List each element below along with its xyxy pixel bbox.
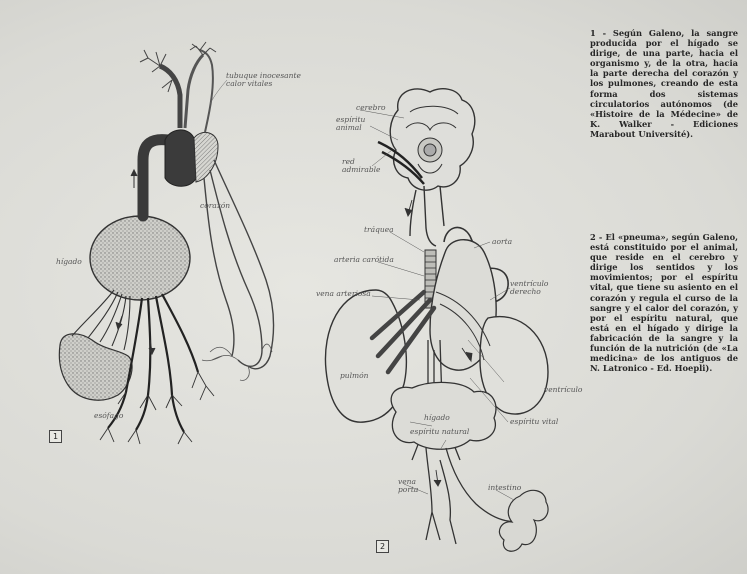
fig2-label-trachea: tráquea [364, 226, 394, 234]
fig1-label-stomach: esófago [94, 412, 123, 420]
fig2-label-arterial-vein: vena arteriosa [316, 290, 371, 298]
fig2-label-right-ventricle: ventrículo derecho [510, 280, 548, 296]
fig1-stomach [59, 334, 132, 400]
fig2-label-aorta: aorta [492, 238, 512, 246]
fig2-label-intestine: intestino [488, 484, 521, 492]
fig1-label-tubes: tubuque inocesante calor vitales [226, 72, 301, 88]
fig2-label-left-ventricle: ventrículo [544, 386, 582, 394]
fig2-label-lung: pulmón [340, 372, 369, 380]
fig1-label-liver: hígado [56, 258, 82, 266]
fig2-label-portal-vein: vena porta [398, 478, 418, 494]
fig2-label-natural-spirit: espíritu natural [410, 428, 469, 436]
figure-1-number: 1 [49, 430, 62, 443]
fig1-liver [90, 216, 190, 300]
figure-2-number: 2 [376, 540, 389, 553]
caption-figure-2: 2 - El «pneuma», según Galeno, está cons… [590, 232, 738, 373]
fig2-label-rete: red admirable [342, 158, 380, 174]
caption-figure-1: 1 - Según Galeno, la sangre producida po… [590, 28, 738, 139]
fig2-label-brain: cerebro [356, 104, 386, 112]
fig2-label-liver: hígado [424, 414, 450, 422]
fig2-label-animal-spirit: espíritu animal [336, 116, 365, 132]
fig2-label-vital-spirit: espíritu vital [510, 418, 558, 426]
fig2-label-carotid: arteria carótida [334, 256, 394, 264]
fig1-label-heart: corazón [200, 202, 230, 210]
